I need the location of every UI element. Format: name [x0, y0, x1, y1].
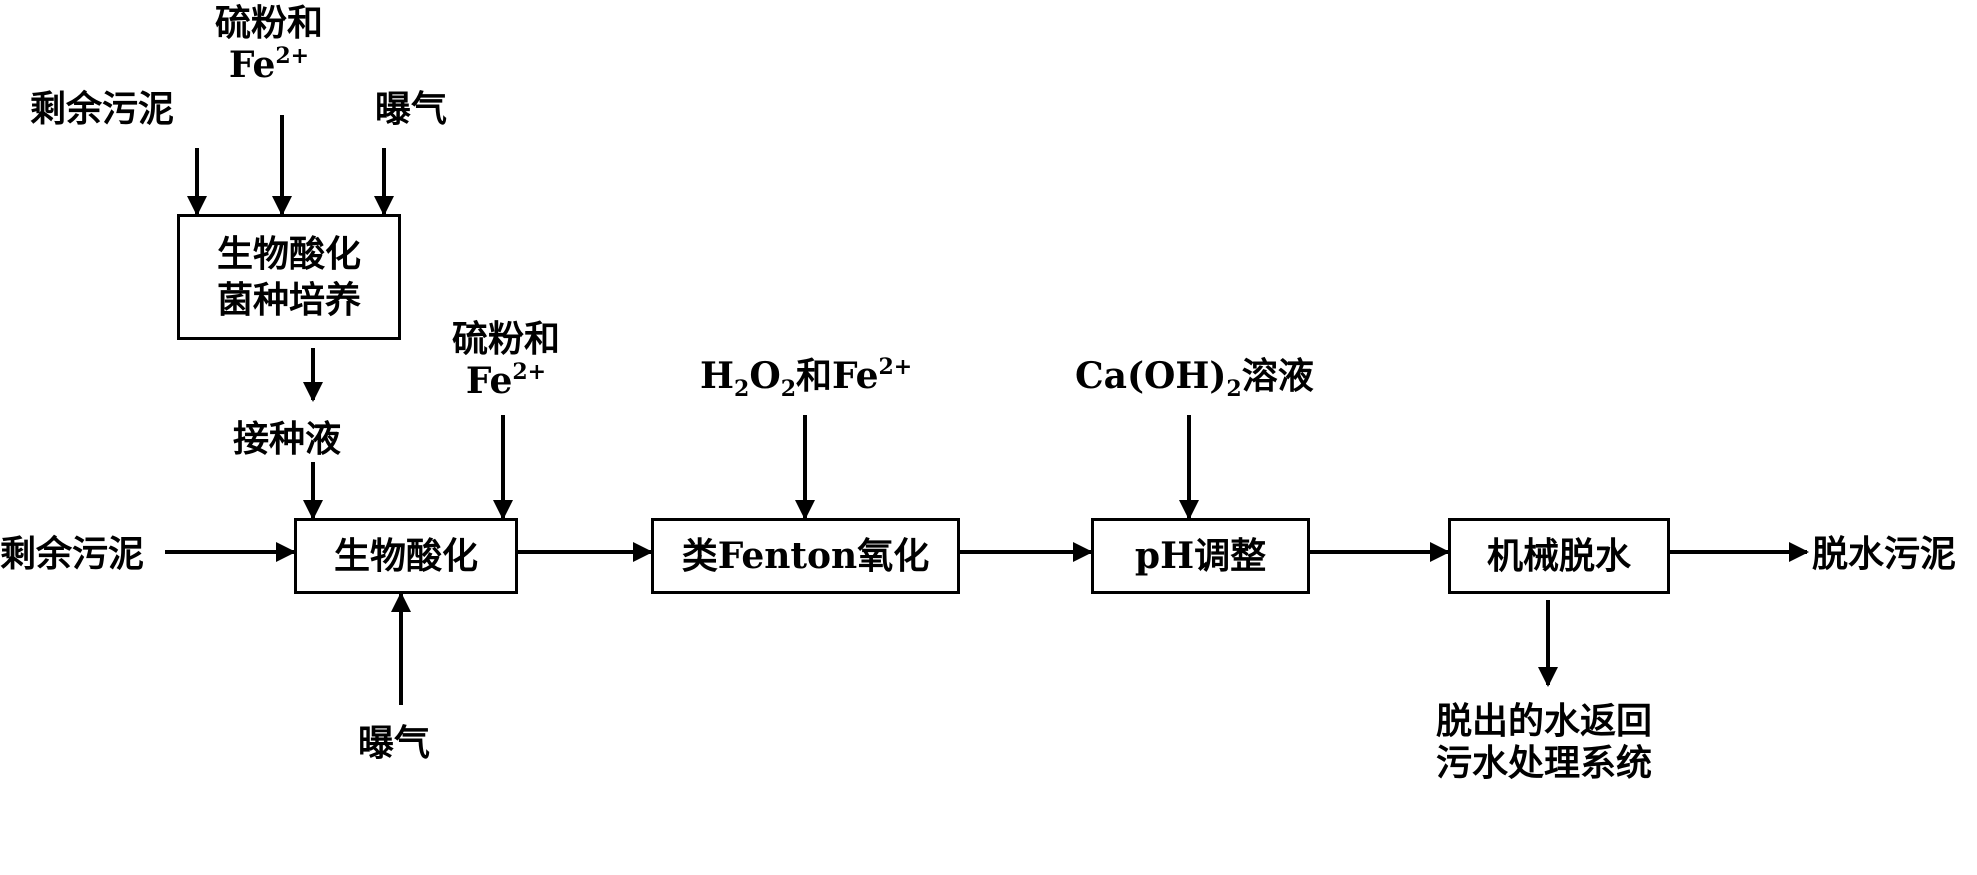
ph-box-text: pH调整 — [1134, 535, 1267, 577]
bottom-aeration-label: 曝气 — [358, 722, 431, 764]
h2o2-h: H — [700, 355, 735, 397]
return-water-label: 脱出的水返回 污水处理系统 — [1436, 700, 1652, 784]
return-line1: 脱出的水返回 — [1436, 700, 1653, 742]
h2o2-sub-a: 2 — [734, 376, 750, 402]
mid-fe-line: Fe2+ — [452, 360, 560, 402]
output-sludge-label: 脱水污泥 — [1812, 533, 1957, 575]
caoh-label: Ca(OH)2溶液 — [1075, 355, 1314, 400]
top-sulfur-fe-label: 硫粉和 Fe2+ — [215, 2, 323, 86]
dewater-box-text: 机械脱水 — [1486, 535, 1631, 577]
culture-box-line1: 生物酸化 — [216, 233, 361, 275]
bioacid-box-text: 生物酸化 — [333, 535, 478, 577]
top-sulfur-line1: 硫粉和 — [215, 2, 324, 44]
culture-box-line2: 菌种培养 — [216, 279, 361, 321]
mid-sulfur-fe-label: 硫粉和 Fe2+ — [452, 318, 560, 402]
feed-sludge-label: 剩余污泥 — [0, 533, 145, 575]
caoh-prefix: Ca(OH) — [1075, 355, 1227, 397]
mid-fe-text: Fe — [465, 360, 513, 402]
ph-box: pH调整 — [1091, 518, 1310, 594]
h2o2-fe-label: H2O2和Fe2+ — [700, 354, 913, 400]
caoh-suffix: 溶液 — [1241, 355, 1314, 397]
bioacid-box: 生物酸化 — [294, 518, 518, 594]
inoculum-label: 接种液 — [233, 418, 342, 460]
h2o2-and-fe: 和Fe — [796, 355, 879, 397]
top-fe-line: Fe2+ — [215, 44, 323, 86]
top-sludge-label: 剩余污泥 — [30, 88, 175, 130]
h2o2-o: O — [749, 355, 781, 397]
top-aeration-label: 曝气 — [375, 88, 448, 130]
mid-sulfur-line1: 硫粉和 — [452, 318, 561, 360]
h2o2-sub-b: 2 — [780, 376, 796, 402]
return-line2: 污水处理系统 — [1436, 742, 1653, 784]
mid-fe-charge: 2+ — [512, 359, 547, 385]
h2o2-fe-charge: 2+ — [878, 354, 913, 380]
fenton-box: 类Fenton氧化 — [651, 518, 960, 594]
culture-box: 生物酸化 菌种培养 — [177, 214, 401, 340]
dewater-box: 机械脱水 — [1448, 518, 1670, 594]
top-fe-charge: 2+ — [275, 43, 310, 69]
fenton-box-text: 类Fenton氧化 — [681, 535, 930, 577]
caoh-sub: 2 — [1226, 376, 1242, 402]
top-fe-text: Fe — [228, 44, 276, 86]
